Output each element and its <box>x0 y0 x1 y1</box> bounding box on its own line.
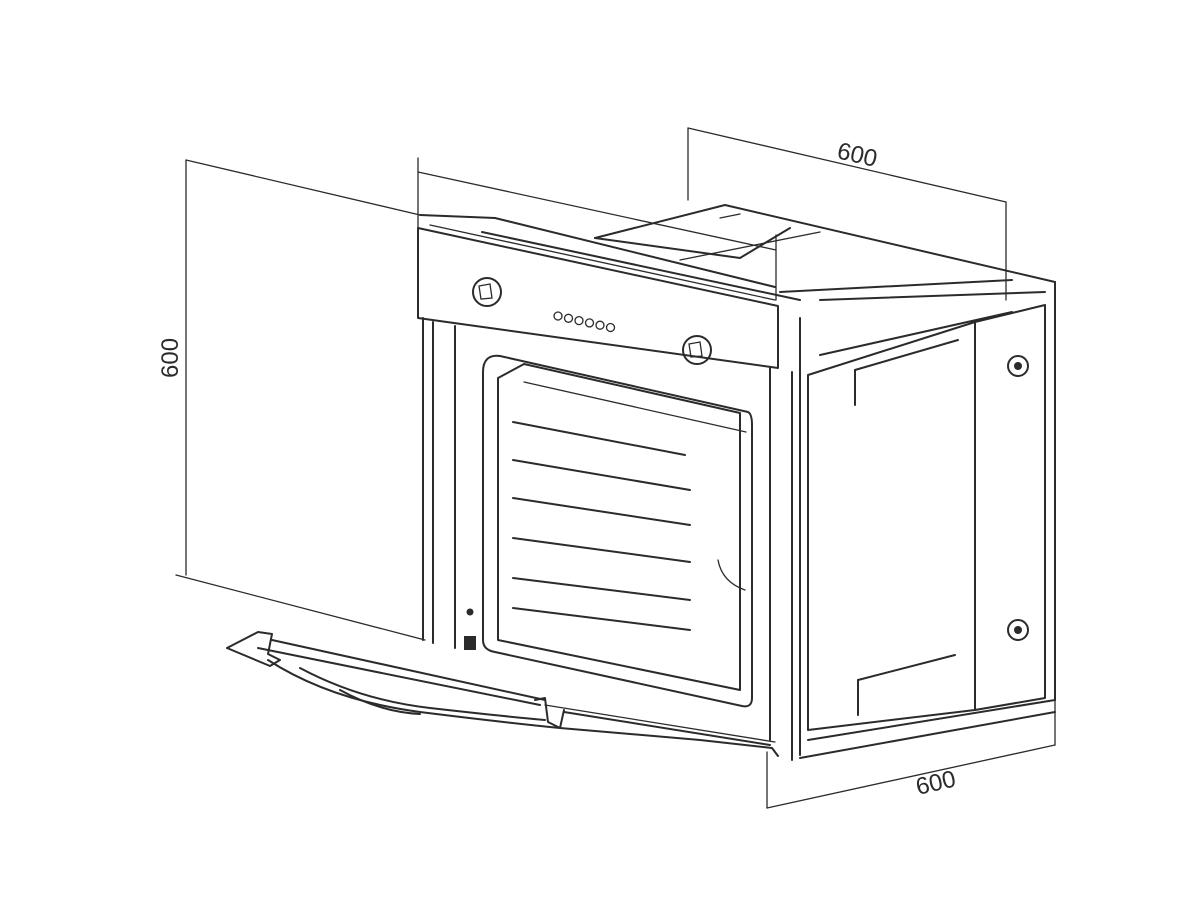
oven-racks <box>512 421 691 631</box>
mounting-screw-bottom <box>1007 619 1029 641</box>
indicator-light <box>605 322 616 333</box>
indicator-light <box>584 318 595 328</box>
indicator-light <box>553 311 563 321</box>
open-door <box>226 631 779 757</box>
bottom-depth-dimension-label: 600 <box>913 766 958 801</box>
front-frame <box>422 317 801 761</box>
control-panel <box>417 224 779 369</box>
top-depth-dimension-label: 600 <box>835 138 880 173</box>
height-dimension-label: 600 <box>157 338 184 378</box>
left-knob <box>472 277 502 307</box>
indicator-light <box>563 313 574 323</box>
oven-cavity <box>482 354 753 708</box>
oven-right-side <box>799 281 1056 759</box>
indicator-light <box>595 320 605 330</box>
height-dimension: 600 <box>157 159 426 641</box>
door-hinge-detail <box>464 608 476 650</box>
oven-top <box>419 204 1056 301</box>
indicator-lights <box>553 311 616 333</box>
indicator-light <box>574 315 584 326</box>
right-knob <box>682 335 712 365</box>
bottom-depth-dimension: 600 <box>766 699 1056 809</box>
top-depth-dimension: 600 <box>687 127 1007 301</box>
mounting-screw-top <box>1007 355 1029 377</box>
